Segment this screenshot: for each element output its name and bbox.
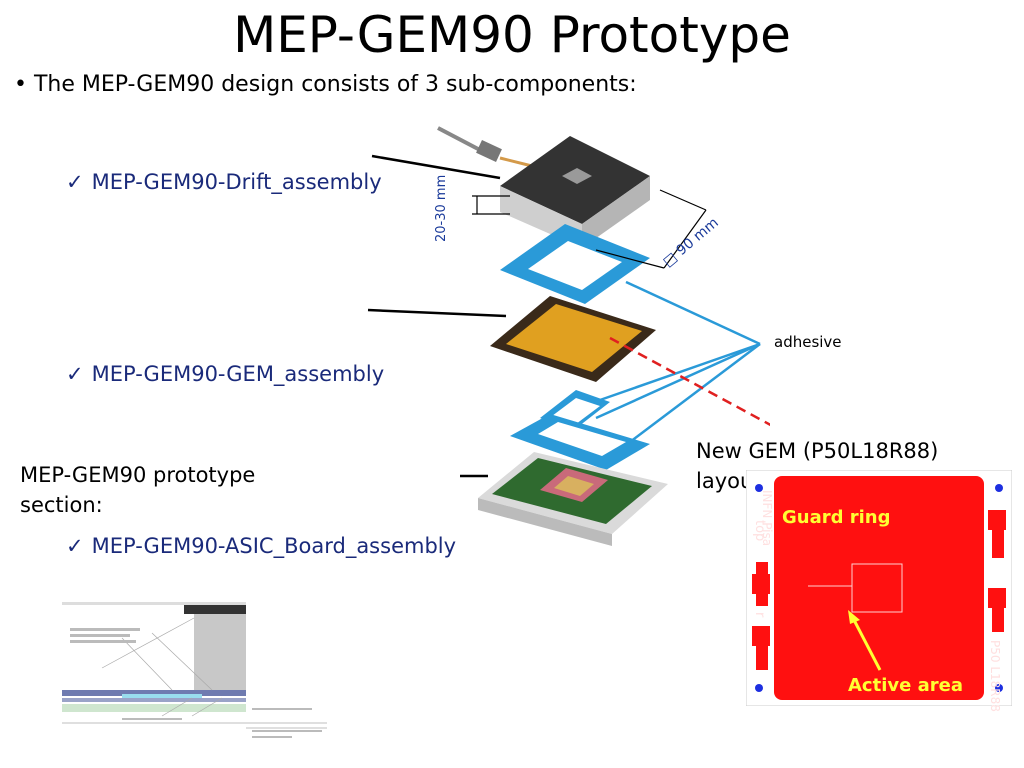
checkmark-icon: ✓ [66,170,84,194]
adhesive-frame-bottom [510,414,650,470]
gas-connector [437,126,533,168]
page-title: MEP-GEM90 Prototype [233,6,791,64]
adhesive-label: adhesive [774,333,842,351]
asic-board-assembly-item: ✓ MEP-GEM90-ASIC_Board_assembly [66,534,456,558]
guard-ring-label: Guard ring [782,507,891,528]
adhesive-frame-top [500,224,650,304]
exploded-assembly-diagram [367,126,770,546]
asic-board [478,452,668,546]
drift-pointer-arrow [371,154,501,180]
drift-body-section [194,614,246,690]
active-area-square [851,563,903,613]
gem-assembly-label: MEP-GEM90-GEM_assembly [91,362,385,386]
gem-layer-section [62,690,246,696]
width-dimension [595,189,707,269]
top-label: top [752,520,767,542]
r-label: r [752,612,767,618]
drift-assembly-item: ✓ MEP-GEM90-Drift_assembly [66,170,382,194]
bullet-glyph: • [14,72,27,97]
gem-pointer-arrow [367,308,507,318]
intro-label: The MEP-GEM90 design consists of 3 sub-c… [33,72,637,97]
side-pads [752,510,1006,670]
board-layer-section [62,704,246,712]
checkmark-icon: ✓ [66,534,84,558]
gem-layout-panel [746,470,1012,706]
gem-layout-dashed-pointer [609,336,770,427]
checkmark-icon: ✓ [66,362,84,386]
p50-l18r88-label: P50 L18R88 [988,640,1002,712]
height-dimension-label: 20-30 mm [434,174,449,242]
section-label: MEP-GEM90 prototype section: [20,463,256,517]
section-drawing [62,598,327,748]
intro-text: • The MEP-GEM90 design consists of 3 sub… [14,72,637,97]
height-dimension [472,195,510,215]
drift-assembly-label: MEP-GEM90-Drift_assembly [91,170,382,194]
gem-assembly-item: ✓ MEP-GEM90-GEM_assembly [66,362,384,386]
active-area-arrow [852,619,882,671]
drift-assembly-box [500,136,650,248]
infn-pisa-label: INFN Pisa [760,490,774,547]
gem-foil [490,296,656,382]
alignment-dots [755,484,1003,692]
adhesive-callout-lines [595,280,761,449]
active-area-label: Active area [848,675,963,696]
asic-board-assembly-label: MEP-GEM90-ASIC_Board_assembly [91,534,457,558]
